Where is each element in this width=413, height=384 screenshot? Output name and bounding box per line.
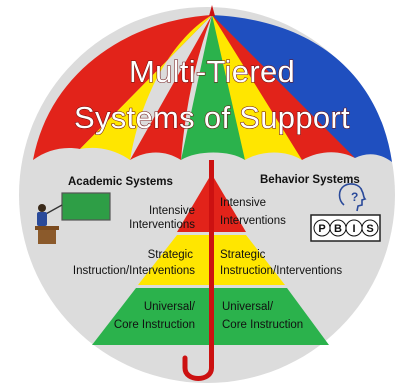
right-tier-2-line-1: Strategic <box>220 249 266 261</box>
tier-strategic-left <box>138 235 209 285</box>
umbrella-handle <box>182 355 214 381</box>
title-line-1: Multi-Tiered <box>129 54 295 89</box>
umbrella-panel-red-right <box>212 15 355 160</box>
umbrella-panel-yellow-left <box>80 15 212 160</box>
umbrella-panel-red-left <box>33 15 212 160</box>
question-mark: ? <box>351 190 358 204</box>
teacher-head <box>38 204 46 212</box>
right-tier-2-line-2: Instruction/Interventions <box>220 265 342 277</box>
pbis-circle-s <box>361 219 379 237</box>
chalkboard <box>61 192 111 221</box>
left-tier-2-line-1: Strategic <box>148 249 194 261</box>
umbrella-pole <box>209 160 214 365</box>
umbrella-canopy <box>33 5 392 162</box>
tier-pyramid <box>92 178 329 345</box>
tier-intensive-left <box>177 178 209 232</box>
pointer <box>43 204 63 216</box>
right-tier-1-line-1: Intensive <box>220 197 266 209</box>
tier-universal-right <box>214 288 329 345</box>
pbis-logo-icon: P B I S <box>310 214 381 242</box>
teacher-at-podium-icon <box>35 192 111 244</box>
left-tier-2-line-2: Instruction/Interventions <box>73 265 195 277</box>
left-tier-1-line-2: Interventions <box>129 219 195 231</box>
teacher-body <box>37 212 47 226</box>
tier-intensive-right <box>214 178 246 232</box>
pbis-letter-i: I <box>352 223 355 235</box>
umbrella-panel-blue-right <box>212 15 392 162</box>
pbis-letter-p: P <box>318 223 325 235</box>
pbis-letter-s: S <box>366 223 373 235</box>
right-tier-3-line-1: Universal/ <box>222 301 274 313</box>
right-tier-3-line-2: Core Instruction <box>222 319 303 331</box>
left-tier-3-line-1: Universal/ <box>144 301 196 313</box>
left-tier-3-line-2: Core Instruction <box>114 319 195 331</box>
head-outline <box>338 183 367 212</box>
podium-body <box>38 230 56 244</box>
academic-systems-heading: Academic Systems <box>68 176 173 188</box>
right-tier-1-line-2: Interventions <box>220 215 286 227</box>
head-question-icon: ? <box>338 183 367 212</box>
umbrella-panel-red-center <box>130 15 212 160</box>
pbis-logo-frame <box>310 214 381 242</box>
podium-top <box>35 226 59 230</box>
title-line-2: Systems of Support <box>74 100 350 135</box>
tier-universal-left <box>92 288 209 345</box>
behavior-systems-heading: Behavior Systems <box>260 174 360 186</box>
pbis-letter-b: B <box>334 223 342 235</box>
tier-strategic-right <box>214 235 285 285</box>
umbrella-tip <box>209 5 215 16</box>
left-tier-1-line-1: Intensive <box>149 205 195 217</box>
umbrella-panel-green-center <box>181 15 245 160</box>
